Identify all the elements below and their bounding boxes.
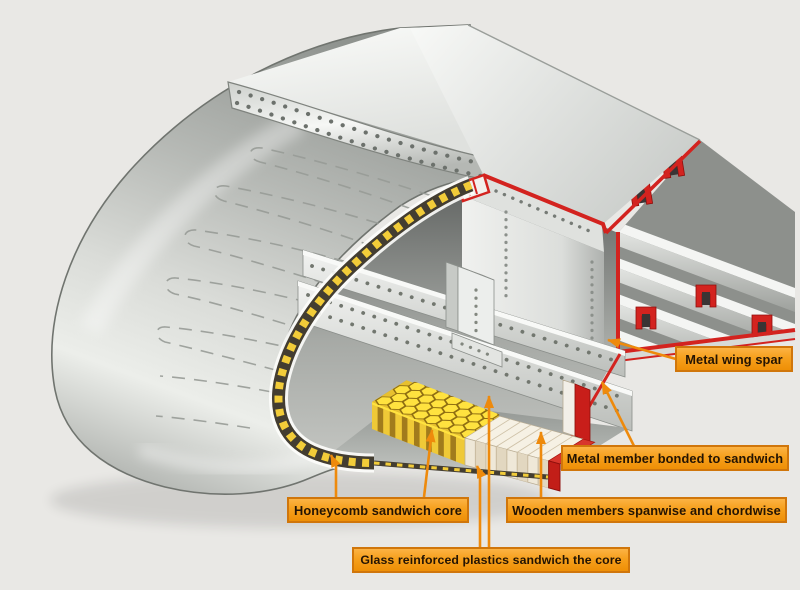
upper-skin-wedge — [228, 26, 480, 157]
label-connectors — [329, 338, 677, 547]
connector-honeycomb-right — [422, 429, 436, 498]
connector-glass-bottom — [475, 465, 487, 547]
rib-angle-bracket — [445, 261, 503, 368]
label-metal-member: Metal member bonded to sandwich — [561, 445, 789, 471]
metal-member-cut — [562, 379, 591, 443]
deicing-dashes — [155, 147, 433, 429]
core-stripe-band — [269, 176, 549, 480]
connector-metal-wing-spar — [607, 338, 677, 361]
connector-metal-member — [600, 381, 636, 447]
aft-beam — [618, 222, 795, 312]
label-metal-wing-spar: Metal wing spar — [675, 346, 793, 372]
label-honeycomb-core: Honeycomb sandwich core — [287, 497, 469, 523]
honeycomb-core-block — [372, 379, 503, 466]
label-wooden-members: Wooden members spanwise and chordwise — [506, 497, 787, 523]
aft-top-skin — [410, 24, 702, 235]
label-glass-skins: Glass reinforced plastics sandwich the c… — [352, 547, 630, 573]
connector-honeycomb-left — [329, 454, 341, 497]
honeycomb-top-face — [372, 379, 503, 440]
